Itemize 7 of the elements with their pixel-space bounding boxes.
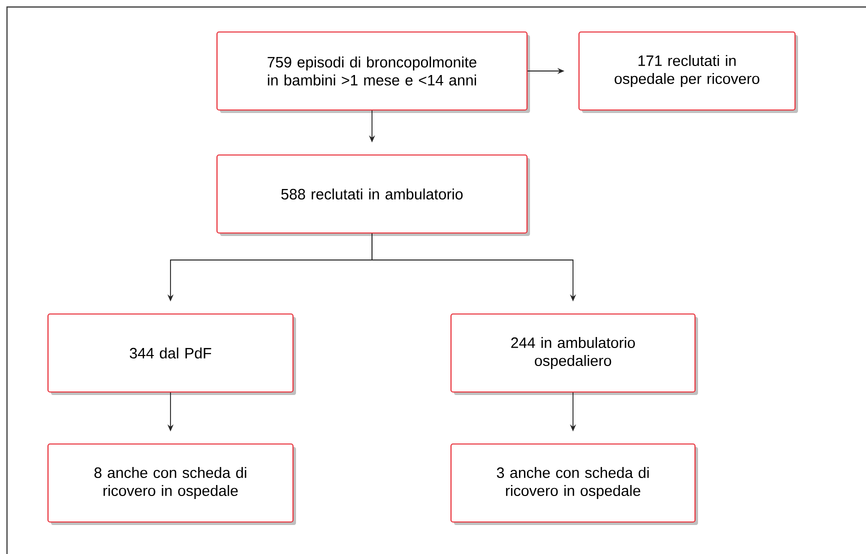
process-box: 3 anche con scheda di ricovero in ospedale [450,443,698,525]
process-box: 8 anche con scheda di ricovero in ospedale [47,443,296,525]
process-box: 759 episodi di broncopolmonite in bambini >1 mese e <14 anni [216,31,530,113]
process-box: 244 in ambulatorio ospedaliero [450,313,698,395]
process-box: 171 reclutati in ospedale per ricovero [578,31,798,113]
process-box: 344 dal PdF [47,313,296,395]
process-box: 588 reclutati in ambulatorio [216,154,530,236]
